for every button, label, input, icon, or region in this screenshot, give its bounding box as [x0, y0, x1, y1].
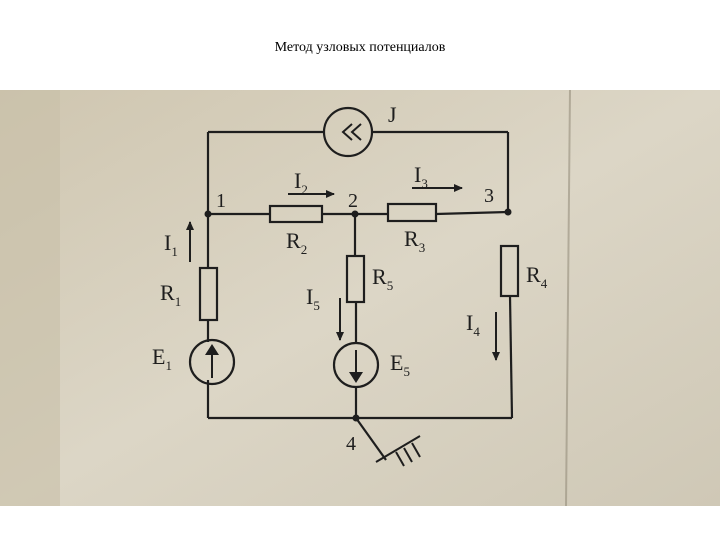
page-title: Метод узловых потенциалов	[274, 40, 446, 55]
page-edge-shadow	[0, 90, 60, 506]
node-label-3: 3	[484, 185, 494, 207]
label-J: J	[388, 102, 397, 127]
label-R3: R3	[404, 226, 425, 255]
label-E1: E1	[152, 344, 172, 373]
label-I2: I2	[294, 168, 308, 197]
page-edge-line	[565, 90, 571, 506]
current-source-J	[322, 106, 374, 158]
label-I1: I1	[164, 230, 178, 259]
node-2-dot	[351, 210, 359, 218]
label-I3: I3	[414, 162, 428, 191]
circuit-diagram: 1 2 3 4 J R1 E1 R2 R3 R4 R5 E5 I1 I2 I3 …	[0, 90, 720, 506]
node-label-1: 1	[216, 190, 226, 212]
resistor-R4	[499, 244, 520, 298]
circuit-photo: 1 2 3 4 J R1 E1 R2 R3 R4 R5 E5 I1 I2 I3 …	[0, 90, 720, 506]
node-label-4: 4	[346, 433, 356, 455]
label-R4: R4	[526, 262, 548, 291]
resistor-R3	[386, 202, 438, 223]
resistor-R2	[268, 204, 324, 224]
node-3-dot	[504, 208, 512, 216]
label-R2: R2	[286, 228, 307, 257]
label-R5: R5	[372, 264, 393, 293]
node-4-dot	[352, 414, 360, 422]
resistor-R5	[345, 254, 366, 304]
label-E5: E5	[390, 350, 410, 379]
node-1-dot	[204, 210, 212, 218]
voltage-source-E1	[188, 338, 236, 386]
current-arrows	[186, 184, 500, 361]
label-I4: I4	[466, 310, 480, 339]
label-I5: I5	[306, 284, 320, 313]
ground-symbol	[375, 435, 421, 467]
resistor-R1	[198, 266, 219, 322]
paper-background	[0, 90, 720, 506]
label-R1: R1	[160, 280, 181, 309]
node-label-2: 2	[348, 190, 358, 212]
voltage-source-E5	[332, 341, 380, 389]
